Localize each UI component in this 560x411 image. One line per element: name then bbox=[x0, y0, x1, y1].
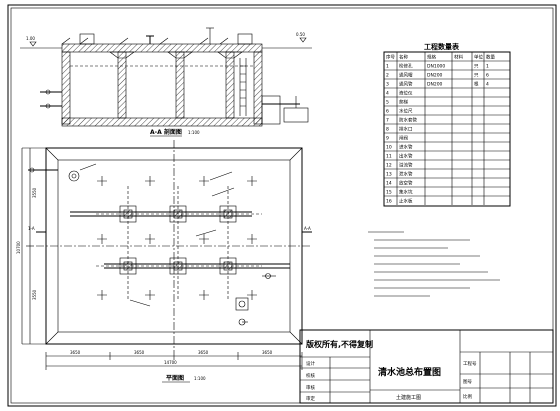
copyright-text: 版权所有,不得复制 bbox=[305, 339, 373, 349]
table-cell: 出水管 bbox=[399, 153, 413, 160]
title-block: 版权所有,不得复制 设计 校核 审核 审定 清水池总布置图 土建施工图 工程号 … bbox=[299, 329, 554, 404]
section-mark-left: 1-A bbox=[28, 226, 35, 231]
table-cell: 5 bbox=[386, 100, 389, 106]
table-cell: 液位仪 bbox=[399, 90, 413, 97]
title-label-approve: 审定 bbox=[306, 395, 315, 402]
plan-dim-left-total: 10700 bbox=[16, 241, 21, 254]
table-header-cell: 单位 bbox=[474, 54, 483, 61]
table-cell: 爬梯 bbox=[399, 99, 408, 106]
table-cell: 1 bbox=[386, 64, 389, 70]
table-cell: 1 bbox=[486, 64, 489, 70]
table-cell: 只 bbox=[474, 73, 479, 79]
table-cell: 进水管 bbox=[399, 144, 413, 151]
table-cell: 根 bbox=[474, 81, 479, 88]
table-header-cell: 序号 bbox=[386, 54, 395, 61]
table-cell: 止水板 bbox=[399, 198, 413, 205]
plan-view: 1-A A-A 3650 3650 3650 3650 14700 3550 3… bbox=[16, 140, 312, 383]
table-cell: 16 bbox=[386, 199, 392, 205]
table-cell: 闸阀 bbox=[399, 135, 408, 142]
plan-dim-bottom-4: 3650 bbox=[262, 350, 273, 355]
title-label-review: 审核 bbox=[306, 384, 315, 391]
table-cell: 9 bbox=[386, 136, 389, 142]
table-cell: 检修孔 bbox=[399, 63, 413, 70]
title-right-label-3: 比例 bbox=[463, 393, 472, 400]
table-header-cell: 材料 bbox=[454, 54, 463, 61]
plan-dim-left-2: 3550 bbox=[32, 289, 37, 300]
table-cell: DN200 bbox=[427, 73, 443, 79]
section-dim-2: 0.50 bbox=[296, 32, 305, 37]
table-cell: DN200 bbox=[427, 82, 443, 88]
table-cell: 泄水管 bbox=[399, 171, 413, 178]
table-cell: 8 bbox=[386, 127, 389, 133]
table-cell: 10 bbox=[386, 145, 392, 151]
drawing-name: 清水池总布置图 bbox=[378, 366, 441, 378]
title-footer: 土建施工图 bbox=[396, 394, 421, 401]
table-cell: 水位尺 bbox=[399, 108, 413, 115]
section-title: A-A 剖面图 bbox=[150, 128, 182, 136]
plan-dim-bottom-1: 3650 bbox=[70, 350, 81, 355]
table-cell: 4 bbox=[386, 91, 389, 97]
table-cell: 集水坑 bbox=[399, 189, 413, 196]
plan-scale: 1:100 bbox=[194, 376, 206, 381]
section-view: 1.00 0.50 A-A 剖面图 1:100 bbox=[20, 27, 312, 137]
plan-dim-total: 14700 bbox=[164, 360, 177, 365]
table-cell: 只 bbox=[474, 64, 479, 70]
table-cell: 4 bbox=[486, 82, 489, 88]
drawing-inner-frame bbox=[10, 7, 554, 404]
plan-dim-left-1: 3550 bbox=[32, 187, 37, 198]
table-cell: 15 bbox=[386, 190, 392, 196]
notes-block bbox=[368, 231, 500, 297]
table-cell: 防水套管 bbox=[399, 117, 417, 124]
title-right-label-2: 图号 bbox=[463, 379, 472, 385]
table-cell: 14 bbox=[386, 181, 392, 187]
table-cell: 7 bbox=[386, 118, 389, 124]
table-cell: 11 bbox=[386, 154, 392, 160]
plan-dim-bottom-3: 3650 bbox=[198, 350, 209, 355]
table-cell: 放空管 bbox=[399, 180, 413, 187]
table-cell: 3 bbox=[386, 82, 389, 88]
table-cell: 12 bbox=[386, 163, 392, 169]
plan-title: 平面图 bbox=[166, 374, 184, 382]
table-cell: 溢流管 bbox=[399, 162, 413, 169]
plan-dim-bottom-2: 3650 bbox=[134, 350, 145, 355]
table-header-cell: 名称 bbox=[399, 54, 408, 61]
drawing-frame bbox=[7, 4, 557, 407]
table-cell: 13 bbox=[386, 172, 392, 178]
section-dim-1: 1.00 bbox=[26, 36, 35, 41]
table-cell: DN1000 bbox=[427, 64, 445, 70]
table-cell: 2 bbox=[386, 73, 389, 79]
title-right-label-1: 工程号 bbox=[463, 360, 477, 367]
table-title: 工程数量表 bbox=[424, 42, 460, 51]
table-cell: 通风管 bbox=[399, 81, 413, 88]
table-cell: 6 bbox=[386, 109, 389, 115]
section-scale: 1:100 bbox=[188, 130, 200, 135]
table-cell: 排水口 bbox=[399, 126, 413, 133]
table-header-cell: 数量 bbox=[486, 54, 495, 61]
table-header-cell: 规格 bbox=[427, 54, 436, 61]
table-cell: 通风帽 bbox=[399, 72, 413, 79]
title-label-check: 校核 bbox=[306, 372, 315, 379]
table-cell: 6 bbox=[486, 73, 489, 79]
section-mark-right: A-A bbox=[304, 226, 311, 231]
title-label-design: 设计 bbox=[306, 360, 315, 367]
